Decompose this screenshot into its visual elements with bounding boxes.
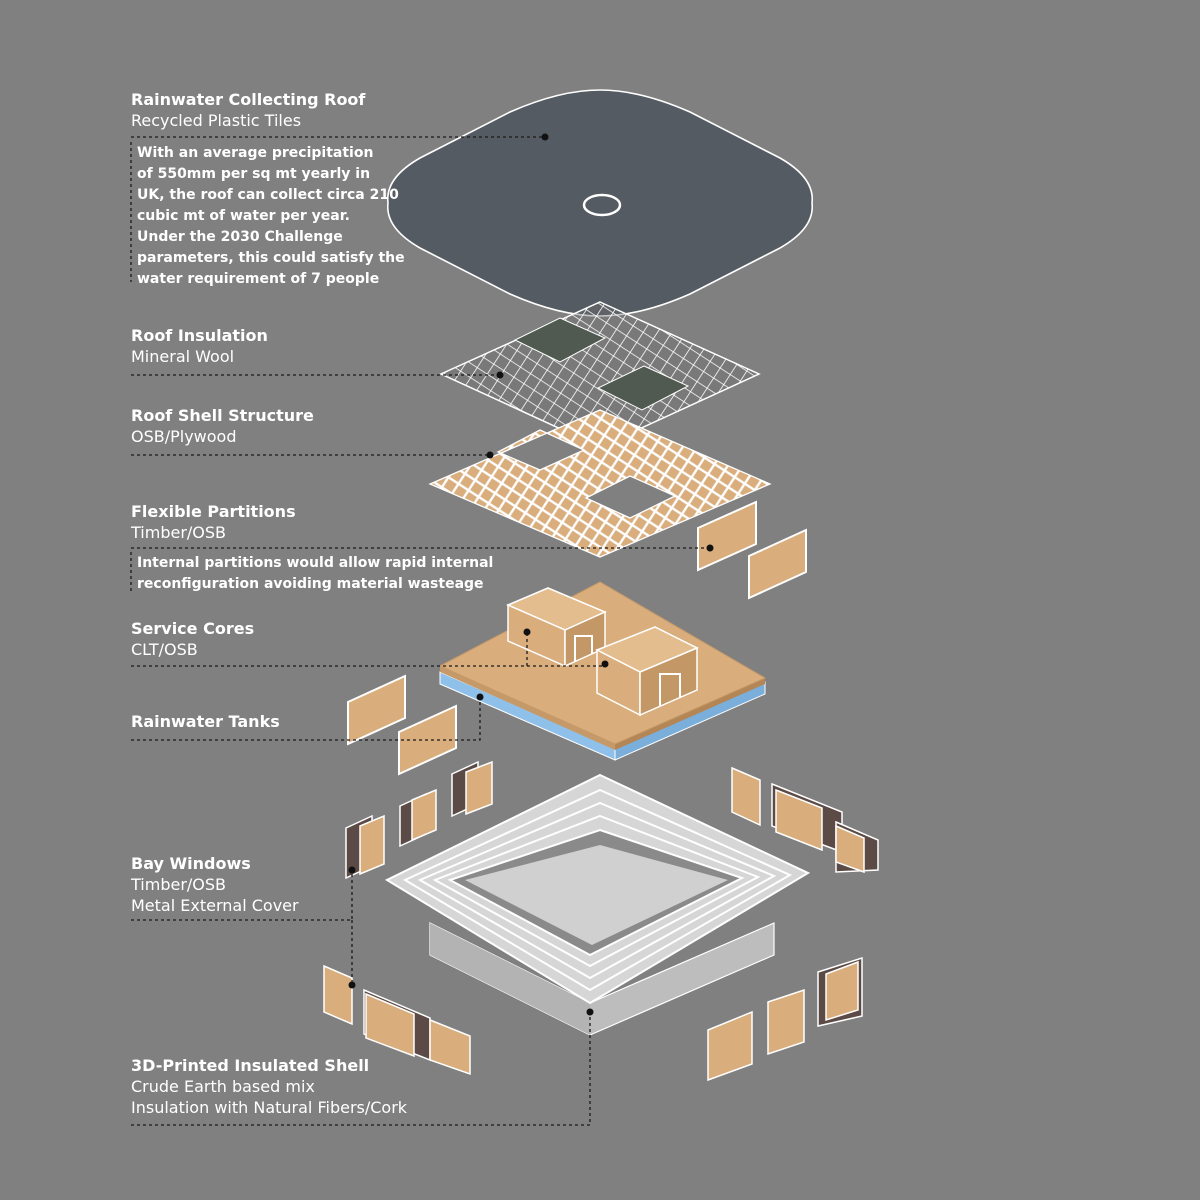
label-bay-windows: Bay Windows Timber/OSB Metal External Co… <box>131 853 299 916</box>
note-line: water requirement of 7 people <box>137 271 380 287</box>
layer-material: Timber/OSB <box>131 523 227 542</box>
note-line: of 550mm per sq mt yearly in <box>137 166 371 182</box>
layer-title: Rainwater Tanks <box>131 712 280 731</box>
note-flexible-partitions: Internal partitions would allow rapid in… <box>137 553 493 595</box>
layer-title: Bay Windows <box>131 854 251 873</box>
roof-shell-structure-grid <box>428 409 772 558</box>
layer-title: Roof Shell Structure <box>131 406 314 425</box>
label-flexible-partitions: Flexible Partitions Timber/OSB <box>131 501 296 543</box>
leader-lines <box>130 136 710 1126</box>
leader-dots <box>348 133 714 1016</box>
roof-insulation-grid <box>439 301 761 448</box>
layer-title: Roof Insulation <box>131 326 268 345</box>
label-3d-printed-shell: 3D-Printed Insulated Shell Crude Earth b… <box>131 1055 407 1118</box>
note-line: With an average precipitation <box>137 145 374 161</box>
layer-material: Timber/OSB <box>131 875 227 894</box>
label-roof-insulation: Roof Insulation Mineral Wool <box>131 325 268 367</box>
label-roof-shell-structure: Roof Shell Structure OSB/Plywood <box>131 405 314 447</box>
layer-material: Metal External Cover <box>131 896 299 915</box>
label-service-cores: Service Cores CLT/OSB <box>131 618 254 660</box>
layer-material: Recycled Plastic Tiles <box>131 111 302 130</box>
note-line: Under the 2030 Challenge <box>137 229 343 245</box>
label-rainwater-collecting-roof: Rainwater Collecting Roof Recycled Plast… <box>131 89 365 131</box>
bay-windows-bottom-left <box>323 964 471 1076</box>
note-line: parameters, this could satisfy the <box>137 250 405 266</box>
layer-title: Flexible Partitions <box>131 502 296 521</box>
bay-windows-left <box>345 760 493 880</box>
note-line: UK, the roof can collect circa 210 <box>137 187 399 203</box>
note-line: cubic mt of water per year. <box>137 208 350 224</box>
note-line: reconfiguration avoiding material wastea… <box>137 576 484 592</box>
loose-partition-panels <box>347 674 457 776</box>
note-line: Internal partitions would allow rapid in… <box>137 555 494 571</box>
bay-windows-right <box>731 766 879 874</box>
layer-material: CLT/OSB <box>131 640 198 659</box>
rainwater-collecting-roof <box>387 89 813 317</box>
flexible-partition-panels <box>697 500 807 600</box>
layer-title: 3D-Printed Insulated Shell <box>131 1056 370 1075</box>
layer-material: OSB/Plywood <box>131 427 237 446</box>
layer-material: Crude Earth based mix <box>131 1077 315 1096</box>
layer-material: Mineral Wool <box>131 347 235 366</box>
3d-printed-shell <box>384 773 811 1036</box>
note-rainwater-roof: With an average precipitation of 550mm p… <box>137 143 405 290</box>
label-rainwater-tanks: Rainwater Tanks <box>131 711 280 732</box>
layer-material: Insulation with Natural Fibers/Cork <box>131 1098 408 1117</box>
roof-drain-icon <box>582 193 622 217</box>
service-core-left <box>506 587 607 668</box>
bay-windows-bottom-right <box>707 956 863 1082</box>
service-core-right <box>595 626 699 717</box>
layer-title: Rainwater Collecting Roof <box>131 90 366 109</box>
layer-title: Service Cores <box>131 619 255 638</box>
floor-plate-assembly <box>438 581 767 761</box>
